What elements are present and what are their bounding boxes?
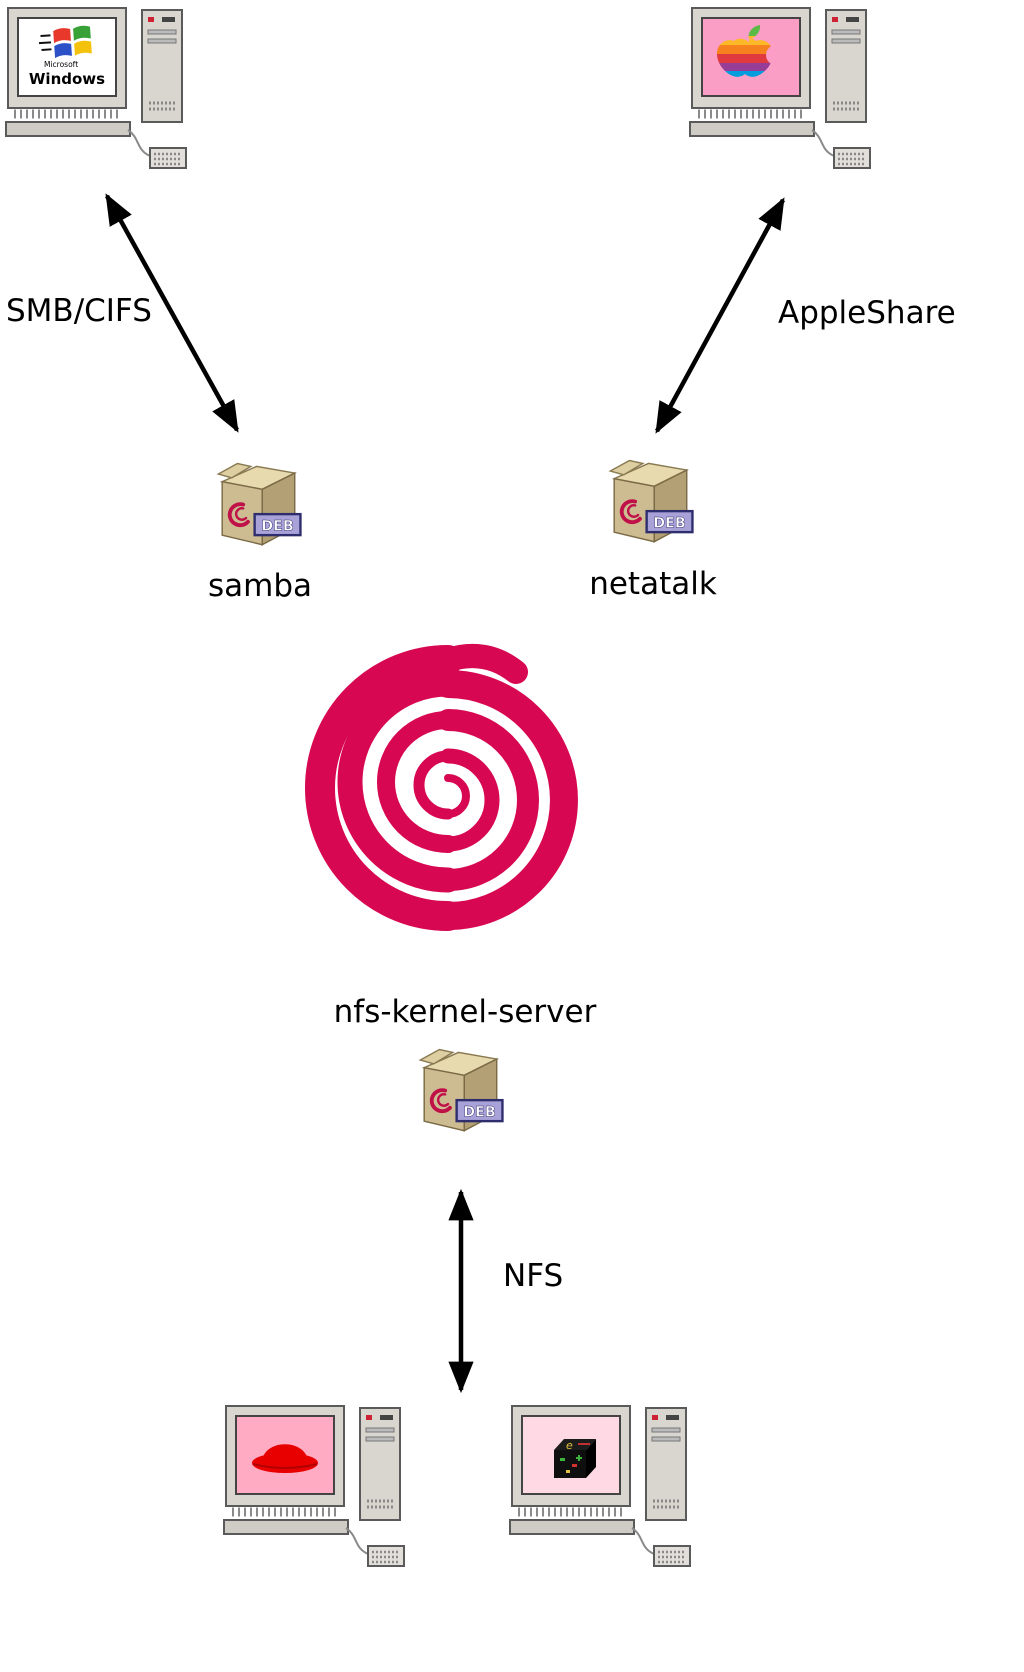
- deb-badge: DEB: [455, 1098, 504, 1123]
- samba-deb-package-icon: DEB: [216, 462, 302, 546]
- redhat-computer-icon: [223, 1405, 405, 1567]
- unix-logo-glyph: e: [566, 1439, 573, 1452]
- samba-label: samba: [207, 568, 313, 604]
- keyboard: [367, 1545, 405, 1567]
- deb-badge-text: DEB: [653, 515, 686, 531]
- tower: [359, 1407, 401, 1521]
- nfs-protocol-label: NFS: [503, 1258, 564, 1294]
- smb-arrow: [105, 193, 239, 433]
- cable: [127, 129, 151, 157]
- appleshare-protocol-label: AppleShare: [778, 295, 956, 331]
- unix-workstation-logo-icon: e: [554, 1439, 596, 1478]
- nfs-arrow: [448, 1188, 474, 1394]
- netatalk-label: netatalk: [589, 566, 717, 602]
- netatalk-deb-package-icon: DEB: [608, 459, 694, 543]
- windows-logo-icon: [38, 25, 92, 59]
- keyboard: [833, 147, 871, 169]
- smb-protocol-label: SMB/CIFS: [6, 293, 152, 329]
- windows-screen-text: Windows: [29, 70, 105, 88]
- keyboard: [149, 147, 187, 169]
- nfs-kernel-server-label: nfs-kernel-server: [333, 994, 597, 1030]
- apple-bite: [766, 45, 786, 65]
- tower: [141, 9, 183, 123]
- tower: [825, 9, 867, 123]
- deb-badge-text: DEB: [463, 1104, 496, 1120]
- microsoft-screen-text: Microsoft: [44, 60, 78, 69]
- tower: [645, 1407, 687, 1521]
- nfs-kernel-server-deb-package-icon: DEB: [418, 1048, 504, 1132]
- appleshare-arrow: [655, 197, 785, 434]
- deb-badge-text: DEB: [261, 518, 294, 534]
- apple-computer-icon: [689, 7, 871, 169]
- debian-swirl-logo: [305, 644, 578, 931]
- cable: [811, 129, 835, 157]
- cable: [345, 1527, 369, 1555]
- monitor: [223, 1405, 349, 1535]
- red-hat-logo-icon: [252, 1444, 318, 1473]
- monitor: [689, 7, 815, 137]
- cable: [631, 1527, 655, 1555]
- unix-computer-icon: e: [509, 1405, 691, 1567]
- windows-computer-icon: Microsoft Windows: [5, 7, 187, 169]
- deb-badge: DEB: [253, 512, 302, 537]
- deb-badge: DEB: [645, 509, 694, 534]
- keyboard: [653, 1545, 691, 1567]
